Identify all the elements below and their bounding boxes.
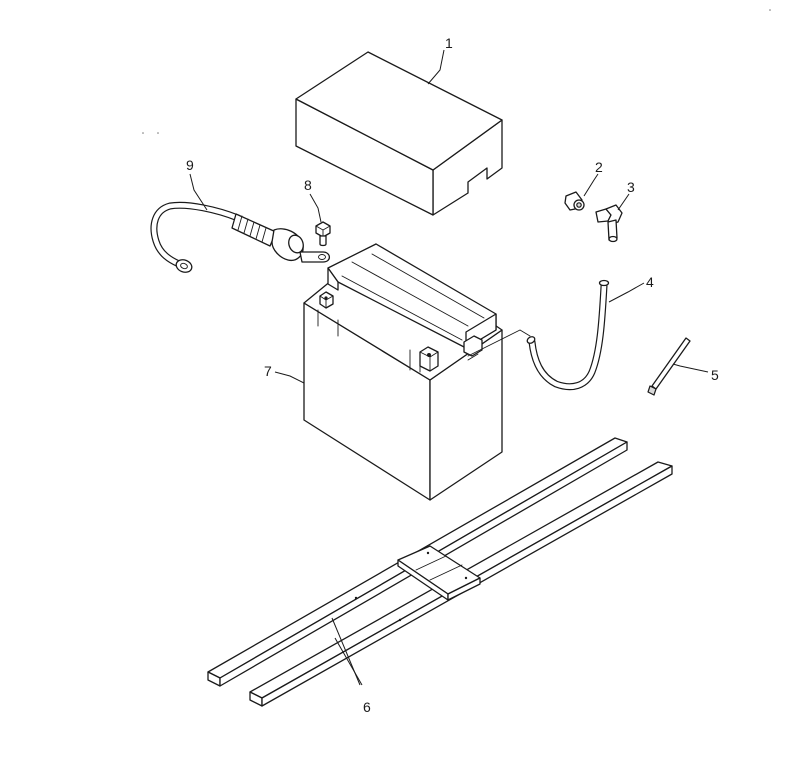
callout-9: 9 <box>186 157 194 173</box>
callout-2: 2 <box>595 159 603 175</box>
scan-specks <box>142 9 771 134</box>
callout-7: 7 <box>264 363 272 379</box>
terminal-bolt <box>315 221 331 247</box>
cable-tie <box>647 337 691 396</box>
callout-4: 4 <box>646 274 654 290</box>
callout-1: 1 <box>445 35 453 51</box>
elbow-fitting <box>595 204 623 243</box>
hold-down-straps <box>207 437 673 707</box>
callout-8: 8 <box>304 177 312 193</box>
vent-hose <box>526 279 610 391</box>
breather-fitting <box>564 191 585 211</box>
callout-6: 6 <box>363 699 371 715</box>
callout-3: 3 <box>627 179 635 195</box>
battery <box>303 243 531 501</box>
callout-labels: 1 2 3 4 5 6 7 8 9 <box>186 35 719 715</box>
negative-cable <box>150 201 331 273</box>
callout-5: 5 <box>711 367 719 383</box>
leader-lines <box>189 49 709 686</box>
battery-cover <box>295 51 503 216</box>
